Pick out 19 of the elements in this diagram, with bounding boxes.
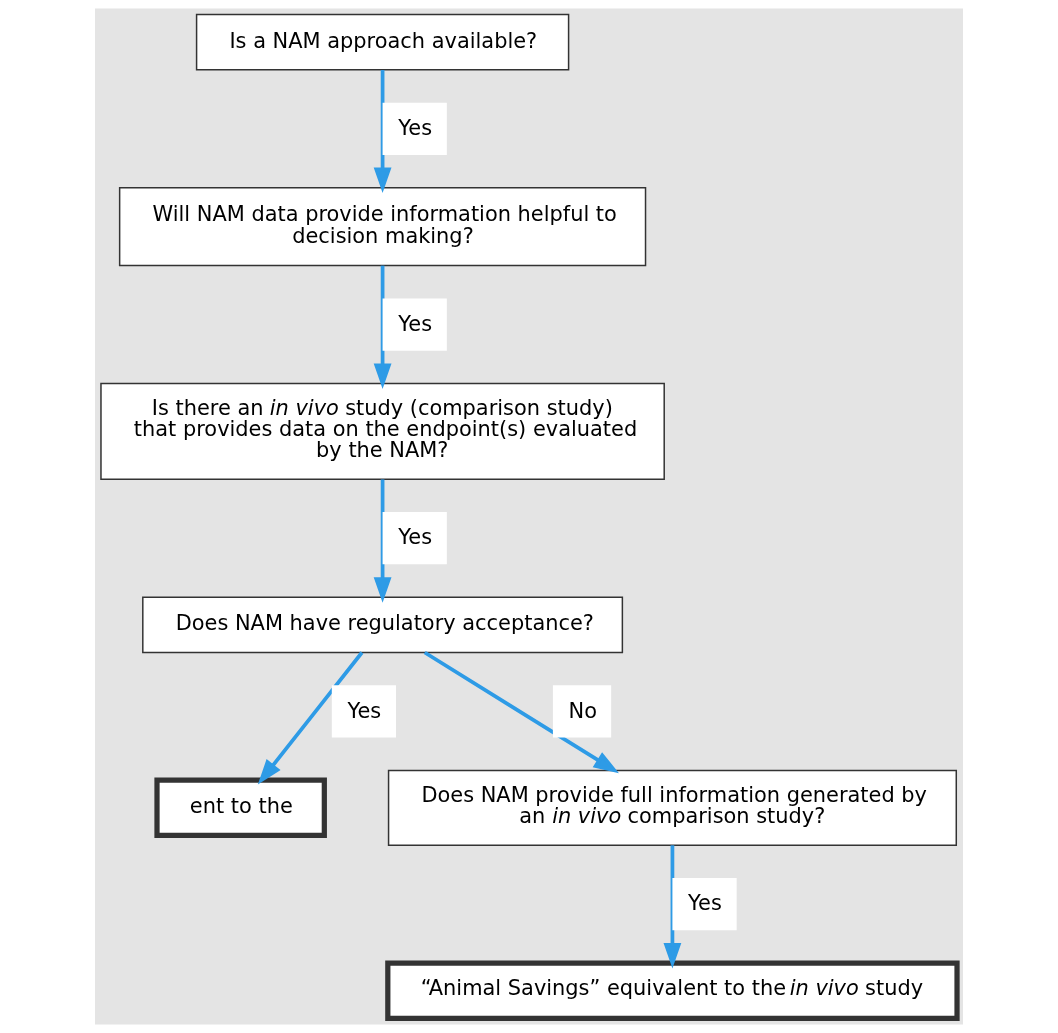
edge-label: Yes	[688, 891, 722, 916]
node-box: Is there an in vivo study (comparison study) that provides data on the endpoint(s) evaluated by the NAM?	[100, 382, 665, 480]
arrow	[373, 265, 392, 389]
node-box: “Animal Savings” equivalent to the in vivo study	[385, 960, 960, 1022]
arrow	[257, 651, 364, 785]
edge-label: Yes	[398, 525, 433, 550]
edge-label: Yes	[398, 116, 433, 141]
node-box: ent to the	[154, 777, 327, 839]
node-box: Is a NAM approach available?	[195, 13, 570, 71]
arrow	[373, 479, 392, 603]
node-box: Does NAM provide full information generated by an in vivo comparison study?	[387, 769, 958, 846]
arrow	[423, 650, 619, 774]
arrow	[373, 70, 392, 194]
arrow	[663, 845, 682, 969]
node-box: Will NAM data provide information helpful to decision making?	[118, 187, 647, 267]
edge-label: Yes	[347, 698, 382, 723]
edge-label: Yes	[398, 311, 433, 336]
edge-label: No	[568, 698, 598, 723]
node-box: Does NAM have regulatory acceptance?	[142, 596, 624, 654]
